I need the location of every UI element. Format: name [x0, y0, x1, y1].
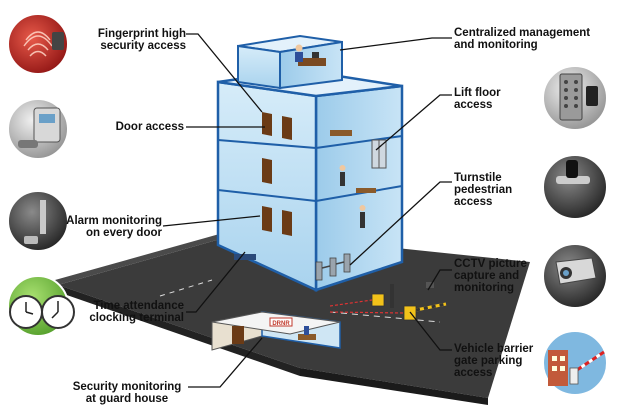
alarm-sensor-icon — [24, 200, 46, 244]
door-reader-icon — [18, 107, 61, 148]
door-icon — [262, 112, 292, 236]
label-turnstile: Turnstile pedestrian access — [454, 172, 534, 208]
label-turnstile-line2: pedestrian — [454, 184, 513, 196]
label-door-access: Door access — [86, 121, 184, 133]
door-reader-photo — [7, 98, 69, 160]
guard-house: DRNR — [211, 311, 341, 351]
label-lift-line2: access — [454, 99, 493, 111]
label-central-line2: and monitoring — [454, 39, 538, 51]
office-building — [216, 34, 404, 292]
label-cctv-line1: CCTV picture — [454, 258, 527, 270]
label-guard-house: Security monitoring at guard house — [66, 381, 188, 405]
lift-keypad-icon — [559, 73, 598, 121]
label-turnstile-line1: Turnstile — [454, 172, 502, 184]
label-centralized-management: Centralized management and monitoring — [454, 27, 614, 51]
label-time-attendance: Time attendance clocking terminal — [84, 300, 184, 324]
label-cctv-line3: monitoring — [454, 282, 515, 294]
label-barrier-line3: access — [454, 367, 493, 379]
label-vehicle-barrier: Vehicle barrier gate parking access — [454, 343, 544, 379]
label-guard-line2: at guard house — [85, 393, 169, 405]
label-cctv-line2: capture and — [454, 270, 520, 282]
wall-clock-icon — [9, 295, 75, 329]
label-cctv: CCTV picture capture and monitoring — [454, 258, 536, 294]
turnstile-icon — [315, 253, 351, 281]
label-fingerprint: Fingerprint high security access — [86, 28, 186, 52]
turnstile-photo — [542, 154, 608, 220]
fingerprint-icon — [23, 31, 53, 57]
barrier-gate-icon — [329, 282, 447, 321]
label-barrier-line2: gate parking — [454, 355, 523, 367]
label-door-line1: Door access — [115, 121, 184, 133]
lift-keypad-photo — [542, 65, 608, 131]
ground-platform — [55, 226, 530, 405]
cctv-photo — [542, 243, 608, 309]
label-fingerprint-line1: Fingerprint high — [97, 28, 186, 40]
barrier-photo — [542, 330, 608, 396]
label-fingerprint-line2: security access — [100, 40, 186, 52]
label-turnstile-line3: access — [454, 196, 493, 208]
label-central-line1: Centralized management — [454, 27, 591, 39]
label-lift-floor-access: Lift floor access — [454, 87, 534, 111]
alarm-sensor-photo — [7, 190, 69, 252]
label-time-line2: clocking terminal — [89, 312, 184, 324]
label-barrier-line1: Vehicle barrier — [454, 343, 534, 355]
label-alarm-monitoring: Alarm monitoring on every door — [66, 215, 162, 239]
wall-clock-photo — [7, 275, 75, 337]
label-lift-line1: Lift floor — [454, 87, 501, 99]
fingerprint-photo — [7, 13, 69, 75]
label-alarm-line2: on every door — [85, 227, 162, 239]
label-guard-line1: Security monitoring — [72, 381, 182, 393]
label-alarm-line1: Alarm monitoring — [66, 215, 162, 227]
cctv-camera-icon — [555, 257, 597, 285]
guard-house-sign: DRNR — [272, 321, 290, 327]
leader-lines — [162, 33, 452, 388]
label-time-line1: Time attendance — [93, 300, 184, 312]
